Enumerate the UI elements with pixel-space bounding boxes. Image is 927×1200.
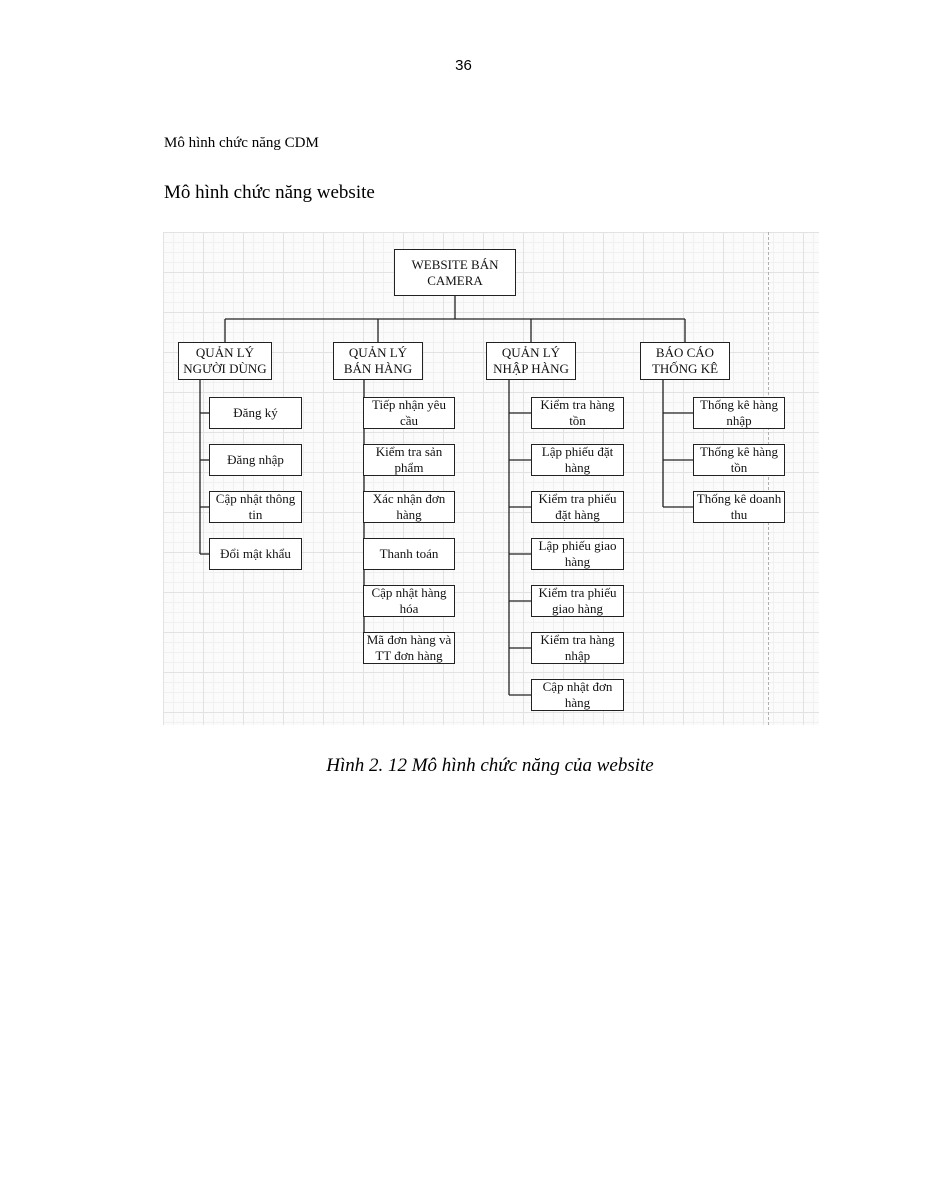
root-node-label: WEBSITE BÁN CAMERA bbox=[411, 256, 499, 288]
child-node-2-3: Xác nhận đơn hàng bbox=[363, 491, 455, 523]
child-node-3-7-label: Cập nhật đơn hàng bbox=[542, 679, 613, 710]
child-node-1-4-label: Đổi mật khẩu bbox=[220, 546, 291, 561]
child-node-2-1: Tiếp nhận yêu cầu bbox=[363, 397, 455, 429]
page-number: 36 bbox=[455, 57, 472, 74]
child-node-4-3: Thống kê doanh thu bbox=[693, 491, 785, 523]
figure-caption: Hình 2. 12 Mô hình chức năng của website bbox=[326, 755, 654, 776]
child-node-3-5-label: Kiểm tra phiếu giao hàng bbox=[538, 585, 617, 616]
section-heading-cdm: Mô hình chức năng CDM bbox=[164, 135, 319, 151]
child-node-4-2: Thống kê hàng tồn bbox=[693, 444, 785, 476]
branch-node-3-label: QUẢN LÝ NHẬP HÀNG bbox=[493, 345, 569, 376]
child-node-3-4-label: Lập phiếu giao hàng bbox=[538, 538, 617, 569]
branch-node-2-label: QUẢN LÝ BÁN HÀNG bbox=[343, 345, 413, 376]
branch-node-1-label: QUẢN LÝ NGƯỜI DÙNG bbox=[183, 345, 267, 376]
child-node-3-3: Kiểm tra phiếu đặt hàng bbox=[531, 491, 624, 523]
child-node-2-5: Cập nhật hàng hóa bbox=[363, 585, 455, 617]
child-node-1-4: Đổi mật khẩu bbox=[209, 538, 302, 570]
child-node-4-3-label: Thống kê doanh thu bbox=[696, 491, 782, 522]
function-diagram: WEBSITE BÁN CAMERA QUẢN LÝ NGƯỜI DÙNG Đăng… bbox=[163, 232, 819, 725]
child-node-2-2: Kiểm tra sản phẩm bbox=[363, 444, 455, 476]
child-node-4-2-label: Thống kê hàng tồn bbox=[700, 444, 778, 475]
child-node-2-3-label: Xác nhận đơn hàng bbox=[372, 491, 446, 522]
diagram-connectors bbox=[199, 296, 693, 696]
child-node-3-2: Lập phiếu đặt hàng bbox=[531, 444, 624, 476]
child-node-4-1: Thống kê hàng nhập bbox=[693, 397, 785, 429]
branch-node-1: QUẢN LÝ NGƯỜI DÙNG bbox=[178, 342, 272, 380]
child-node-1-1-label: Đăng ký bbox=[233, 405, 278, 420]
root-node: WEBSITE BÁN CAMERA bbox=[394, 249, 516, 296]
child-node-1-1: Đăng ký bbox=[209, 397, 302, 429]
child-node-3-4: Lập phiếu giao hàng bbox=[531, 538, 624, 570]
child-node-3-6-label: Kiểm tra hàng nhập bbox=[540, 632, 615, 663]
child-node-2-4-label: Thanh toán bbox=[379, 546, 439, 561]
child-node-1-3-label: Cập nhật thông tin bbox=[215, 491, 296, 522]
child-node-2-5-label: Cập nhật hàng hóa bbox=[371, 585, 447, 616]
child-node-2-6-label: Mã đơn hàng và TT đơn hàng bbox=[366, 632, 452, 663]
section-heading-website: Mô hình chức năng website bbox=[164, 182, 375, 203]
child-node-3-1: Kiểm tra hàng tồn bbox=[531, 397, 624, 429]
child-node-2-2-label: Kiểm tra sản phẩm bbox=[375, 444, 443, 475]
child-node-1-2-label: Đăng nhập bbox=[227, 452, 284, 467]
child-node-3-2-label: Lập phiếu đặt hàng bbox=[541, 444, 614, 475]
child-node-3-3-label: Kiểm tra phiếu đặt hàng bbox=[538, 491, 617, 522]
child-node-3-7: Cập nhật đơn hàng bbox=[531, 679, 624, 711]
branch-node-2: QUẢN LÝ BÁN HÀNG bbox=[333, 342, 423, 380]
guide-line bbox=[768, 232, 769, 725]
child-node-3-6: Kiểm tra hàng nhập bbox=[531, 632, 624, 664]
child-node-3-1-label: Kiểm tra hàng tồn bbox=[540, 397, 615, 428]
child-node-1-3: Cập nhật thông tin bbox=[209, 491, 302, 523]
branch-node-3: QUẢN LÝ NHẬP HÀNG bbox=[486, 342, 576, 380]
child-node-3-5: Kiểm tra phiếu giao hàng bbox=[531, 585, 624, 617]
child-node-2-6: Mã đơn hàng và TT đơn hàng bbox=[363, 632, 455, 664]
child-node-4-1-label: Thống kê hàng nhập bbox=[700, 397, 778, 428]
branch-node-4: BÁO CÁO THỐNG KÊ bbox=[640, 342, 730, 380]
branch-node-4-label: BÁO CÁO THỐNG KÊ bbox=[651, 345, 719, 376]
child-node-2-1-label: Tiếp nhận yêu cầu bbox=[372, 397, 446, 428]
child-node-2-4: Thanh toán bbox=[363, 538, 455, 570]
child-node-1-2: Đăng nhập bbox=[209, 444, 302, 476]
